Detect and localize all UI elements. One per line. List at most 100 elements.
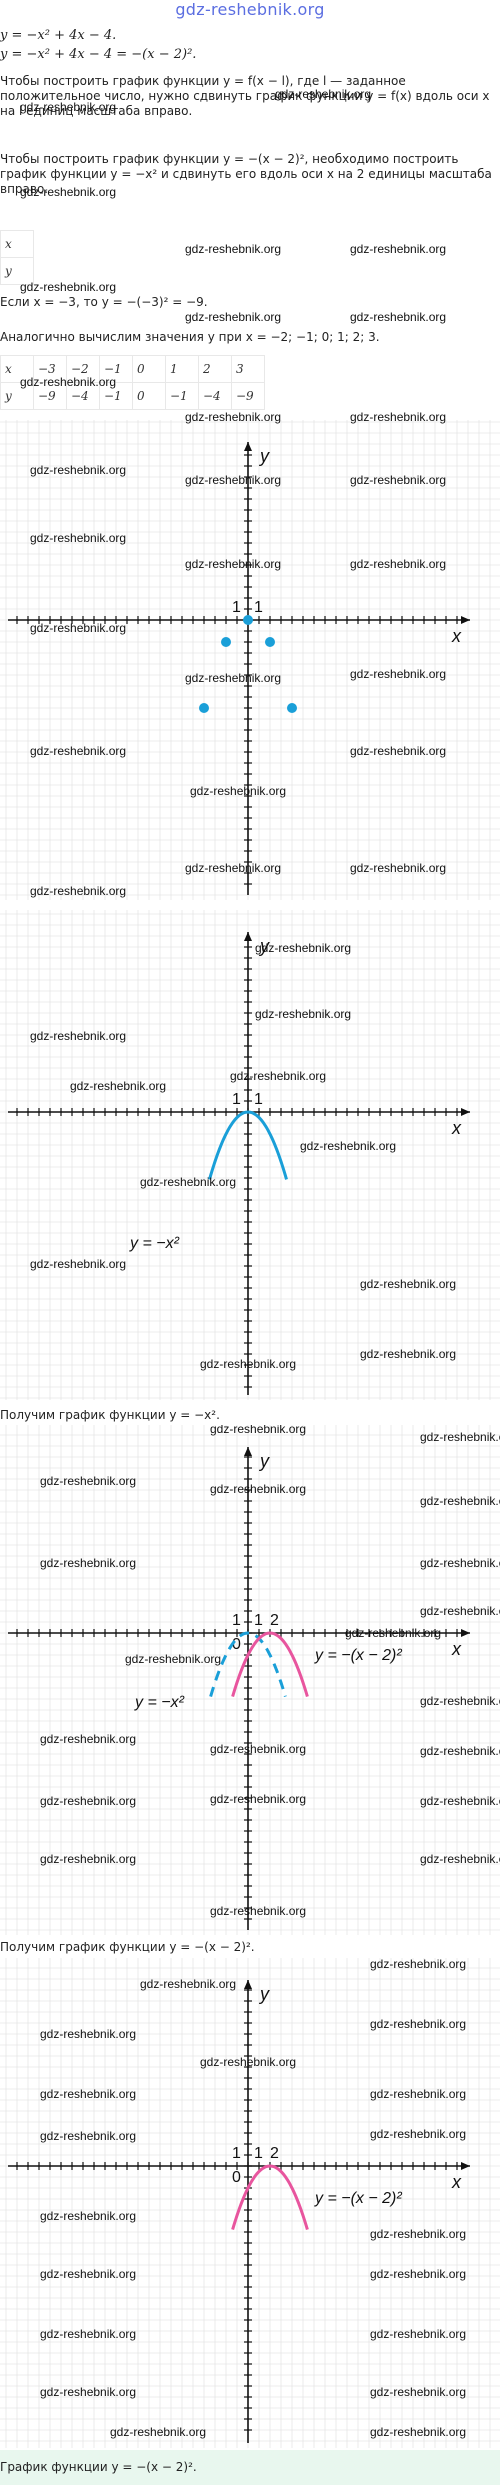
equation-2: y = −x² + 4x − 4 = −(x − 2)².	[0, 47, 197, 62]
watermark: gdz-reshebnik.org	[40, 2087, 136, 2101]
watermark: gdz-reshebnik.org	[30, 884, 126, 898]
watermark: gdz-reshebnik.org	[40, 2027, 136, 2041]
watermark: gdz-reshebnik.org	[230, 1069, 326, 1083]
x-axis-label: x	[451, 2172, 462, 2192]
x-axis-arrow	[461, 616, 470, 624]
watermark: gdz-reshebnik.org	[370, 2017, 466, 2031]
watermark: gdz-reshebnik.org	[420, 1744, 500, 1758]
watermark: gdz-reshebnik.org	[420, 1556, 500, 1570]
caption-graph-2: Получим график функции y = −(x − 2)².	[0, 1940, 255, 1954]
watermark: gdz-reshebnik.org	[300, 1139, 396, 1153]
watermark: gdz-reshebnik.org	[190, 784, 286, 798]
y-axis-arrow	[244, 932, 252, 941]
y-axis-label: y	[258, 446, 270, 466]
paragraph-compute: Аналогично вычислим значения y при x = −…	[0, 330, 380, 344]
paragraph-example: Если x = −3, то y = −(−3)² = −9.	[0, 295, 208, 309]
watermark: gdz-reshebnik.org	[125, 1652, 221, 1666]
watermark: gdz-reshebnik.org	[110, 2425, 206, 2439]
y-axis-label: y	[258, 1451, 270, 1471]
watermark: gdz-reshebnik.org	[370, 2267, 466, 2281]
watermark: gdz-reshebnik.org	[185, 242, 282, 256]
watermark: gdz-reshebnik.org	[20, 375, 117, 389]
watermark: gdz-reshebnik.org	[420, 1852, 500, 1866]
y-axis-label: y	[258, 936, 270, 956]
curve-label-shifted: y = −(x − 2)²	[314, 1647, 402, 1664]
watermark: gdz-reshebnik.org	[20, 100, 117, 114]
watermark: gdz-reshebnik.org	[275, 87, 372, 101]
watermark: gdz-reshebnik.org	[210, 1482, 306, 1496]
watermark: gdz-reshebnik.org	[345, 1626, 441, 1640]
tick-label-x-1: 1	[254, 2145, 263, 2162]
tick-label-x-1: 1	[254, 1612, 263, 1629]
watermark: gdz-reshebnik.org	[370, 2127, 466, 2141]
data-point	[265, 637, 275, 647]
watermark: gdz-reshebnik.org	[370, 2385, 466, 2399]
watermark: gdz-reshebnik.org	[70, 1079, 166, 1093]
watermark: gdz-reshebnik.org	[210, 1792, 306, 1806]
watermark: gdz-reshebnik.org	[30, 531, 126, 545]
watermark: gdz-reshebnik.org	[370, 2087, 466, 2101]
table2-x-cell: 2	[198, 355, 232, 383]
watermark: gdz-reshebnik.org	[210, 1742, 306, 1756]
tick-label-x-2: 2	[270, 2145, 279, 2162]
paragraph-shift-rule: Чтобы построить график функции y = f(x −…	[0, 74, 490, 118]
watermark: gdz-reshebnik.org	[370, 1958, 466, 1971]
watermark: gdz-reshebnik.org	[350, 744, 446, 758]
origin-label: 0	[232, 2169, 241, 2186]
watermark: gdz-reshebnik.org	[40, 1794, 136, 1808]
watermark: gdz-reshebnik.org	[350, 667, 446, 681]
table2-y-cell: −1	[99, 382, 133, 410]
watermark: gdz-reshebnik.org	[20, 280, 117, 294]
watermark: gdz-reshebnik.org	[420, 1430, 500, 1444]
watermark: gdz-reshebnik.org	[350, 242, 447, 256]
curve-neg-x2-dashed	[209, 1631, 287, 1698]
table2-y-cell: −4	[66, 382, 100, 410]
tick-label-y-1: 1	[232, 599, 241, 616]
x-axis-arrow	[461, 2162, 470, 2170]
tick-label-y-1: 1	[232, 1091, 241, 1108]
watermark: gdz-reshebnik.org	[350, 410, 447, 424]
watermark: gdz-reshebnik.org	[40, 2129, 136, 2143]
data-point	[199, 703, 209, 713]
table2-y-cell: −1	[165, 382, 199, 410]
x-axis-label: x	[451, 626, 462, 646]
table2-x-cell: 0	[132, 355, 166, 383]
watermark: gdz-reshebnik.org	[40, 2209, 136, 2223]
watermark: gdz-reshebnik.org	[40, 2327, 136, 2341]
watermark: gdz-reshebnik.org	[40, 2385, 136, 2399]
watermark: gdz-reshebnik.org	[40, 1852, 136, 1866]
table1-y-label: y	[0, 257, 34, 285]
curve-label-neg-x2: y = −x²	[134, 1694, 185, 1711]
table2-y-cell: −9	[231, 382, 265, 410]
watermark: gdz-reshebnik.org	[350, 473, 446, 487]
curve-label-shifted: y = −(x − 2)²	[314, 2190, 402, 2207]
curve-shifted	[231, 1631, 309, 1698]
watermark: gdz-reshebnik.org	[30, 463, 126, 477]
tick-label-x-2: 2	[270, 1612, 279, 1629]
watermark: gdz-reshebnik.org	[210, 1425, 306, 1436]
watermark: gdz-reshebnik.org	[185, 671, 281, 685]
watermark: gdz-reshebnik.org	[370, 2227, 466, 2241]
watermark: gdz-reshebnik.org	[370, 2425, 466, 2439]
watermark: gdz-reshebnik.org	[255, 1007, 351, 1021]
tick-label-y-1: 1	[232, 2145, 241, 2162]
x-axis-label: x	[451, 1639, 462, 1659]
caption-graph-1: Получим график функции y = −x².	[0, 1408, 220, 1422]
watermark: gdz-reshebnik.org	[255, 941, 351, 955]
site-title[interactable]: gdz-reshebnik.org	[175, 0, 325, 19]
table2-y-label: y	[0, 382, 34, 410]
watermark: gdz-reshebnik.org	[40, 1732, 136, 1746]
x-axis-arrow	[461, 1108, 470, 1116]
watermark: gdz-reshebnik.org	[185, 557, 281, 571]
watermark: gdz-reshebnik.org	[40, 1556, 136, 1570]
table2-x-cell: 3	[231, 355, 265, 383]
table2-y-cell: −4	[198, 382, 232, 410]
watermark: gdz-reshebnik.org	[140, 1175, 236, 1189]
data-point	[287, 703, 297, 713]
table2-y-cell: 0	[132, 382, 166, 410]
watermark: gdz-reshebnik.org	[420, 1494, 500, 1508]
